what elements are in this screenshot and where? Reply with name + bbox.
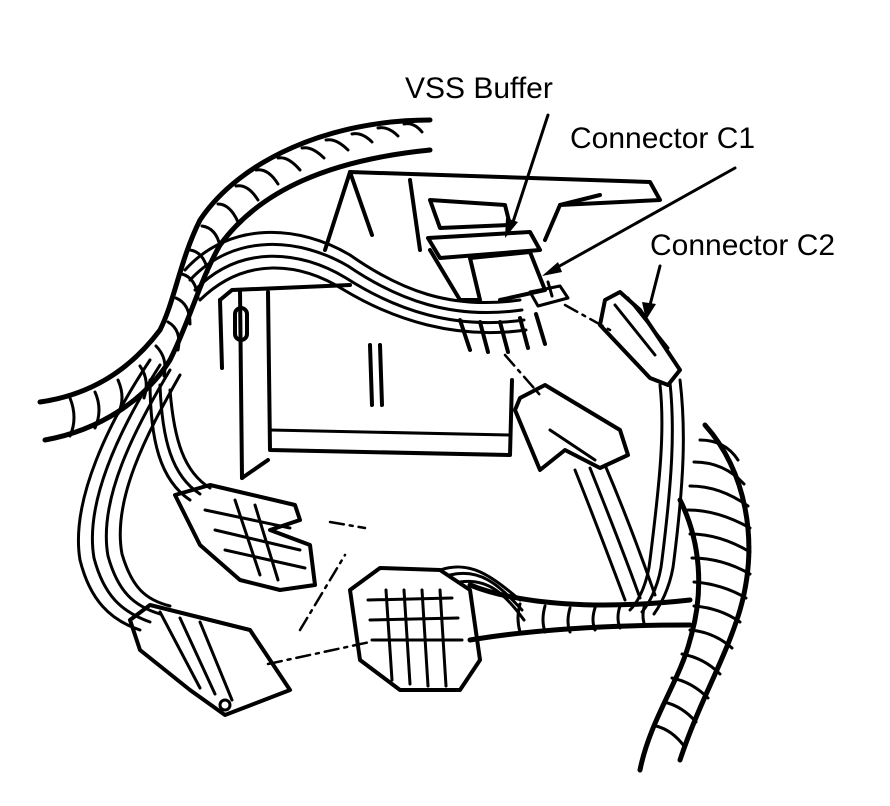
lower-multi-pin-connector [348,565,526,692]
connector-c1 [528,280,570,308]
control-module-box [218,283,514,480]
label-vss-buffer: VSS Buffer [405,72,553,105]
lower-harness [467,582,693,643]
label-connector-c1: Connector C1 [570,122,755,155]
middle-connector [513,383,657,602]
alignment-lines [266,303,612,666]
right-harness-loom [637,422,752,773]
label-connector-c2: Connector C2 [650,229,835,262]
leader-arrows [505,113,737,320]
bottom-left-connector [128,603,292,717]
left-harness-loom [37,117,433,443]
upper-left-connector [173,483,317,592]
vss-buffer [426,230,547,354]
